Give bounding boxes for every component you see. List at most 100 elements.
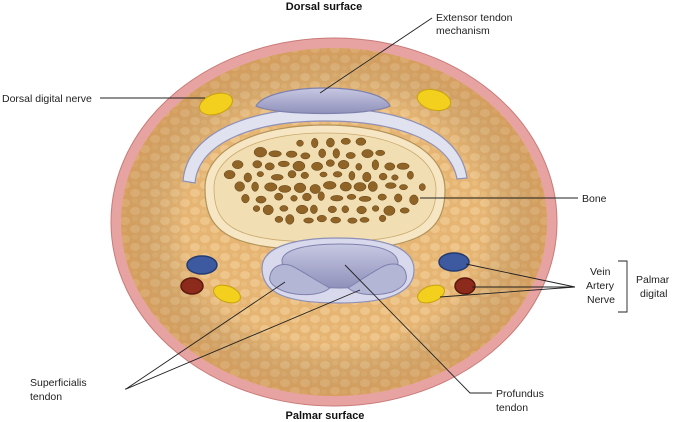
- marrow-space: [379, 215, 386, 222]
- marrow-space: [331, 195, 343, 201]
- marrow-space: [311, 138, 318, 147]
- marrow-space: [410, 195, 419, 205]
- marrow-space: [265, 163, 274, 170]
- marrow-space: [328, 206, 336, 213]
- marrow-space: [312, 162, 323, 170]
- marrow-space: [224, 170, 235, 178]
- marrow-space: [304, 218, 314, 223]
- marrow-space: [346, 152, 355, 158]
- marrow-space: [338, 160, 349, 169]
- marrow-space: [385, 183, 396, 189]
- palmar-artery-right: [455, 278, 475, 294]
- palmar-digital-bracket: [618, 261, 627, 312]
- marrow-space: [232, 161, 243, 169]
- marrow-space: [348, 218, 357, 223]
- marrow-space: [263, 205, 273, 215]
- marrow-space: [279, 185, 291, 192]
- marrow-space: [363, 172, 371, 182]
- marrow-space: [301, 172, 309, 178]
- marrow-space: [242, 194, 250, 203]
- marrow-space: [275, 193, 283, 200]
- marrow-space: [303, 193, 312, 201]
- marrow-space: [385, 163, 395, 170]
- marrow-space: [253, 206, 260, 212]
- marrow-space: [357, 206, 367, 214]
- marrow-space: [235, 182, 245, 192]
- marrow-space: [362, 150, 373, 158]
- title-palmar-surface: Palmar surface: [286, 410, 365, 422]
- marrow-space: [378, 194, 386, 200]
- label-palmar-digital-2: digital: [640, 288, 667, 300]
- marrow-space: [310, 205, 317, 214]
- label-vein: Vein: [590, 266, 611, 278]
- marrow-space: [320, 172, 327, 177]
- marrow-space: [326, 138, 334, 147]
- marrow-space: [379, 173, 387, 180]
- label-dorsal-digital-nerve: Dorsal digital nerve: [2, 93, 92, 105]
- marrow-space: [331, 217, 341, 223]
- marrow-space: [392, 175, 399, 180]
- marrow-space: [407, 171, 413, 179]
- label-extensor-tendon-2: mechanism: [436, 25, 490, 37]
- marrow-space: [265, 183, 277, 191]
- marrow-space: [397, 163, 409, 169]
- marrow-space: [301, 153, 310, 159]
- label-profundus: Profundus: [496, 388, 544, 400]
- palmar-artery-left: [181, 278, 203, 294]
- marrow-space: [286, 215, 294, 225]
- marrow-space: [323, 181, 336, 189]
- marrow-space: [360, 217, 369, 222]
- marrow-space: [394, 194, 402, 202]
- marrow-space: [278, 161, 289, 167]
- marrow-space: [349, 171, 355, 180]
- marrow-space: [356, 138, 366, 145]
- marrow-space: [244, 173, 252, 182]
- marrow-space: [342, 206, 349, 213]
- marrow-space: [257, 172, 264, 177]
- marrow-space: [359, 196, 371, 201]
- marrow-space: [340, 182, 351, 191]
- marrow-space: [269, 151, 282, 157]
- label-artery: Artery: [586, 280, 615, 292]
- marrow-space: [399, 185, 407, 190]
- marrow-space: [297, 140, 304, 146]
- marrow-space: [296, 205, 308, 214]
- palmar-vein-left: [187, 256, 217, 274]
- marrow-space: [317, 215, 326, 222]
- marrow-space: [294, 183, 306, 193]
- marrow-space: [372, 160, 379, 170]
- marrow-space: [318, 192, 324, 201]
- marrow-space: [275, 216, 283, 222]
- marrow-space: [256, 196, 266, 203]
- marrow-space: [419, 184, 425, 191]
- marrow-space: [376, 150, 385, 155]
- marrow-space: [291, 195, 298, 201]
- marrow-space: [254, 147, 267, 157]
- marrow-space: [319, 149, 326, 158]
- marrow-space: [280, 206, 288, 212]
- marrow-space: [400, 208, 409, 213]
- label-palmar-digital: Palmar: [636, 274, 670, 286]
- title-dorsal-surface: Dorsal surface: [286, 1, 362, 13]
- marrow-space: [253, 161, 262, 168]
- marrow-space: [286, 151, 297, 157]
- label-superficialis: Superficialis: [30, 377, 87, 389]
- marrow-space: [356, 163, 362, 170]
- marrow-space: [310, 184, 320, 193]
- marrow-space: [333, 149, 340, 159]
- marrow-space: [384, 206, 395, 216]
- label-profundus-2: tendon: [496, 402, 528, 414]
- marrow-space: [288, 171, 296, 178]
- marrow-space: [354, 183, 366, 192]
- marrow-space: [252, 182, 259, 191]
- marrow-space: [347, 194, 356, 199]
- marrow-space: [368, 182, 377, 192]
- marrow-space: [271, 174, 283, 180]
- palmar-vein-right: [439, 253, 469, 271]
- marrow-space: [333, 172, 342, 178]
- marrow-space: [341, 138, 350, 144]
- marrow-space: [326, 160, 334, 167]
- label-extensor-tendon: Extensor tendon: [436, 12, 513, 24]
- label-nerve: Nerve: [587, 294, 615, 306]
